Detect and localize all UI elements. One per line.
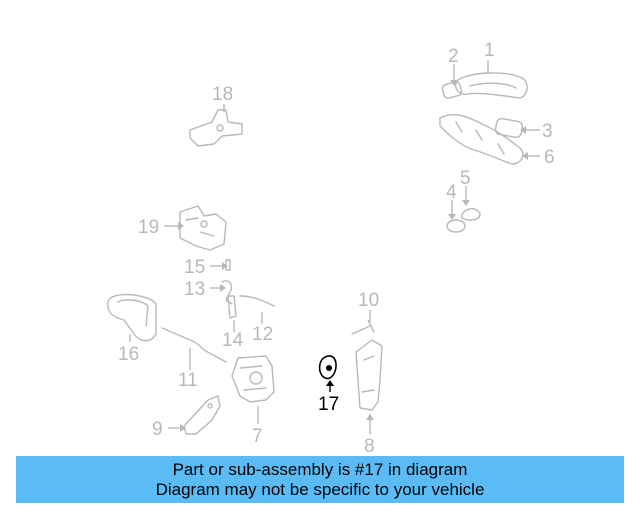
part-12-rod (239, 295, 275, 307)
part-6-handle-base (439, 114, 524, 165)
callout-13: 13 (184, 279, 205, 300)
banner-line-1: Part or sub-assembly is #17 in diagram (172, 460, 468, 479)
part-15-pin (225, 259, 231, 271)
banner-line-2: Diagram may not be specific to your vehi… (155, 480, 485, 499)
callout-16: 16 (118, 344, 139, 365)
part-13-clip (221, 280, 233, 305)
callout-17: 17 (318, 394, 339, 415)
callout-11: 11 (178, 370, 198, 391)
callout-8: 8 (364, 436, 375, 455)
callout-3: 3 (542, 121, 553, 142)
callout-18: 18 (212, 84, 233, 105)
part-17-highlighted (318, 355, 337, 380)
callout-9: 9 (152, 419, 163, 440)
part-2-gasket (441, 81, 463, 99)
callout-2: 2 (448, 46, 459, 67)
part-8-guide (355, 339, 383, 411)
part-18-hinge (189, 109, 243, 147)
info-banner: Part or sub-assembly is #17 in diagram D… (16, 456, 624, 503)
part-19-hinge-bracket (179, 205, 227, 251)
callout-4: 4 (446, 182, 457, 203)
part-10-bolt (351, 319, 375, 335)
part-7-latch (231, 355, 275, 403)
part-1-outside-handle (454, 72, 528, 99)
part-9-bracket (183, 395, 221, 435)
callout-14: 14 (222, 330, 244, 351)
callout-10: 10 (358, 290, 379, 311)
callout-6: 6 (544, 147, 555, 168)
leader-lines (129, 60, 540, 434)
callout-5: 5 (460, 168, 471, 189)
part-4-cap (446, 219, 466, 233)
part-3-gasket (494, 117, 524, 139)
callout-1: 1 (484, 40, 495, 61)
part-16-inside-handle (107, 293, 157, 342)
callout-12: 12 (252, 324, 273, 345)
parts-diagram: 1 2 3 6 4 5 18 19 15 13 14 12 16 11 7 9 … (107, 40, 555, 455)
callout-19: 19 (138, 217, 159, 238)
callout-7: 7 (252, 426, 263, 447)
part-14-rod-end (227, 295, 237, 319)
part-5-cylinder (461, 208, 481, 221)
callout-15: 15 (184, 257, 205, 278)
part-11-rod (161, 327, 227, 363)
